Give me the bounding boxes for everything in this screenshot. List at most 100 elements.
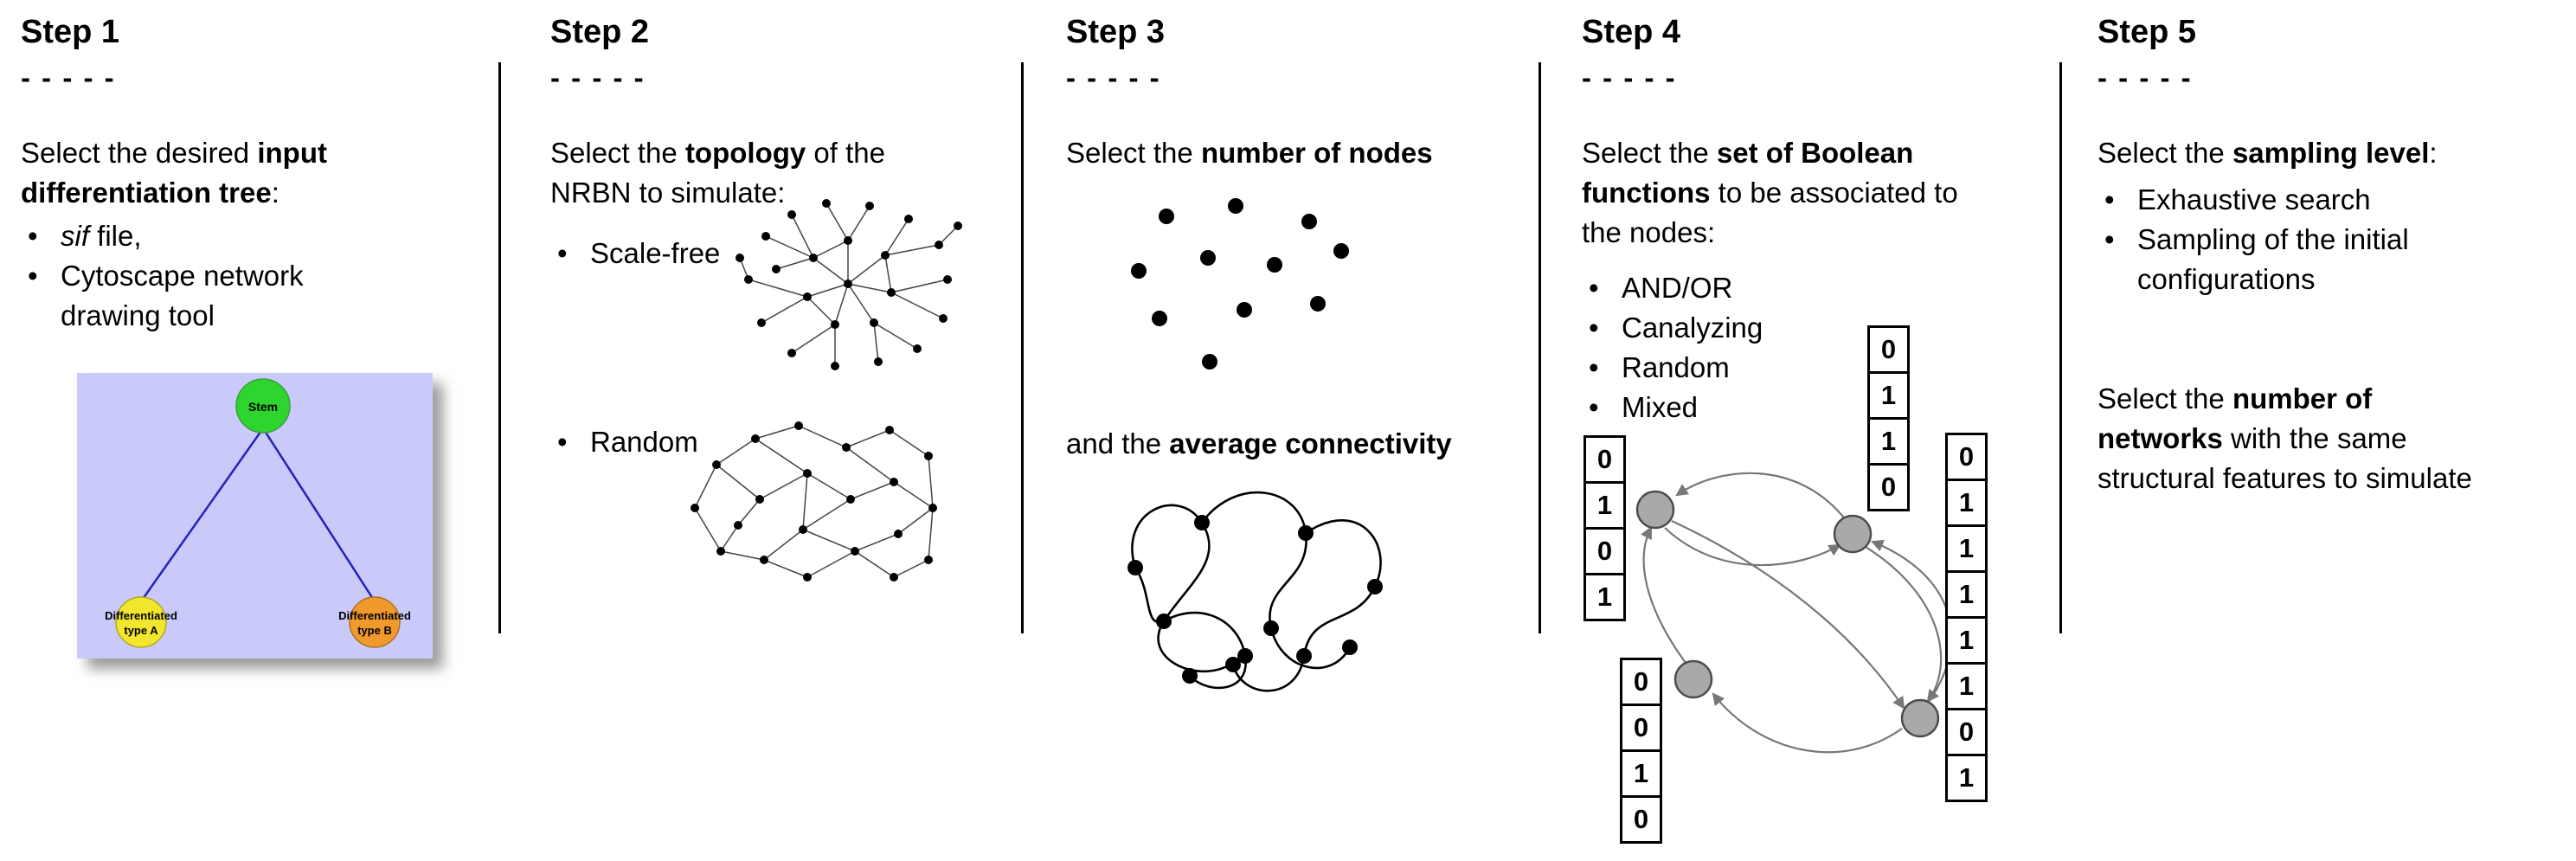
text: Select the desired bbox=[21, 137, 258, 169]
truth-table-bottom: 0 0 1 0 bbox=[1620, 658, 1662, 844]
stem-label: Stem bbox=[248, 400, 278, 414]
list-item: • Exhaustive search bbox=[2097, 180, 2569, 220]
truth-table-cell: 1 bbox=[1584, 573, 1626, 621]
text: Select the bbox=[1066, 137, 1201, 169]
text: Random bbox=[1622, 351, 1730, 383]
step-5-column: Step 5 - - - - - Select the sampling lev… bbox=[2097, 12, 2569, 498]
text: configurations bbox=[2137, 263, 2316, 295]
text: AND/OR bbox=[1622, 272, 1733, 304]
text: to be associated to bbox=[1710, 177, 1958, 209]
truth-table-cell: 0 bbox=[1867, 463, 1910, 511]
bullet-marker: • bbox=[557, 426, 568, 458]
step-2-bullet-list: • Scale-free bbox=[550, 234, 983, 273]
differentiation-tree-graphic: Stem Differentiated type A Differentiate… bbox=[77, 373, 433, 659]
text: NRBN to simulate: bbox=[550, 177, 786, 209]
text: sif file, bbox=[61, 216, 142, 256]
list-item: • Scale-free bbox=[550, 234, 983, 273]
step-3-column: Step 3 - - - - - Select the number of no… bbox=[1066, 12, 1533, 692]
column-divider bbox=[2059, 62, 2062, 633]
text: drawing tool bbox=[61, 299, 215, 331]
text-bold: sampling level bbox=[2232, 137, 2430, 169]
truth-table-cell: 0 bbox=[1620, 704, 1662, 752]
text-bold: input bbox=[257, 137, 327, 169]
text: Sampling of the initial bbox=[2137, 223, 2409, 255]
column-divider bbox=[498, 62, 501, 633]
network-nodes bbox=[1127, 515, 1383, 684]
text: Canalyzing bbox=[1622, 312, 1763, 344]
step-3-connectivity-text: and the average connectivity bbox=[1066, 424, 1452, 464]
text: of the bbox=[806, 137, 885, 169]
bullet-marker: • bbox=[1589, 391, 1599, 423]
text: and the bbox=[1066, 427, 1170, 459]
text: Select the bbox=[2097, 382, 2232, 414]
bullet-marker: • bbox=[1589, 272, 1599, 304]
truth-table-right: 0 1 1 1 1 1 0 1 bbox=[1945, 433, 1988, 802]
connectivity-network-graphic bbox=[1127, 491, 1383, 692]
bullet-marker: • bbox=[1589, 312, 1599, 344]
boolean-network-graphic bbox=[1635, 472, 1953, 754]
text: Sampling of the initial configurations bbox=[2137, 220, 2409, 299]
bullet-marker: • bbox=[557, 237, 568, 269]
text-bold: functions bbox=[1582, 177, 1711, 209]
text: Select the bbox=[2097, 137, 2232, 169]
list-item: • Canalyzing bbox=[1582, 308, 2032, 348]
boolean-network-arrows bbox=[1641, 472, 1953, 754]
truth-table-cell: 1 bbox=[1945, 570, 1988, 619]
column-divider bbox=[1021, 62, 1024, 633]
step-4-dashes: - - - - - bbox=[1582, 61, 1677, 93]
truth-table-cell: 1 bbox=[1867, 371, 1910, 420]
step-3-dashes: - - - - - bbox=[1066, 61, 1161, 93]
truth-table-cell: 0 bbox=[1945, 708, 1988, 756]
text: file, bbox=[89, 220, 142, 252]
step-1-title: Step 1 bbox=[21, 14, 120, 50]
random-network-graphic bbox=[691, 421, 937, 581]
stem-node bbox=[235, 378, 291, 434]
type-a-label: Differentiated bbox=[105, 609, 177, 622]
boolean-network-node bbox=[1673, 659, 1713, 699]
network-edges bbox=[739, 202, 959, 366]
step-3-title: Step 3 bbox=[1066, 14, 1166, 50]
type-b-label: type B bbox=[357, 624, 392, 637]
text: with the same bbox=[2222, 422, 2407, 454]
differentiation-tree-figure: Stem Differentiated type A Differentiate… bbox=[77, 373, 433, 659]
list-item: •Mixed bbox=[1582, 388, 2032, 427]
step-1-column: Step 1 - - - - - Select the desired inpu… bbox=[21, 12, 453, 659]
network-edges bbox=[1131, 491, 1382, 692]
truth-table-top: 0 1 1 0 bbox=[1867, 325, 1910, 511]
step-2-title: Step 2 bbox=[550, 14, 650, 50]
text-bold: set of Boolean bbox=[1716, 137, 1914, 169]
step-5-bullet-list: • Exhaustive search • Sampling of the init… bbox=[2097, 180, 2569, 299]
text: : bbox=[2429, 137, 2438, 169]
tree-edge bbox=[261, 427, 376, 602]
type-b-node bbox=[349, 596, 401, 648]
step-4-title: Step 4 bbox=[1582, 14, 1681, 50]
nodes-dots-graphic bbox=[1131, 198, 1349, 369]
step-4-column: Step 4 - - - - - Select the set of Boole… bbox=[1582, 12, 2032, 844]
network-nodes bbox=[736, 199, 962, 370]
bullet-marker: • bbox=[2104, 183, 2115, 215]
step-5-title: Step 5 bbox=[2097, 14, 2197, 50]
boolean-network-node bbox=[1635, 490, 1675, 530]
scale-free-network-graphic bbox=[736, 199, 962, 370]
boolean-network-figure: 0 1 0 1 0 1 1 0 0 1 1 1 1 1 0 1 0 0 1 0 bbox=[1582, 320, 1997, 861]
truth-table-cell: 0 bbox=[1867, 325, 1910, 374]
truth-table-cell: 0 bbox=[1945, 433, 1988, 481]
list-item: •sif file, bbox=[21, 216, 453, 256]
text-bold: average connectivity bbox=[1169, 427, 1452, 459]
boolean-network-node bbox=[1833, 514, 1873, 554]
text-italic: sif bbox=[61, 220, 89, 252]
step-5-dashes: - - - - - bbox=[2097, 61, 2193, 93]
step-2-dashes: - - - - - bbox=[550, 61, 646, 93]
list-item: •Random bbox=[550, 422, 723, 462]
text: Exhaustive search bbox=[2137, 183, 2371, 215]
truth-table-cell: 0 bbox=[1620, 658, 1662, 706]
text: Scale-free bbox=[590, 237, 721, 269]
step-2-column: Step 2 - - - - - Select the topology of … bbox=[550, 12, 983, 581]
text: Select the bbox=[1582, 137, 1717, 169]
